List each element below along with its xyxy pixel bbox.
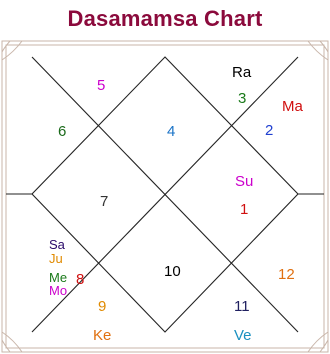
house-12-number: 12: [278, 267, 295, 282]
house-1-number: 1: [240, 202, 248, 217]
house-3-number: 3: [238, 91, 246, 106]
house-8-planet-mo: Mo: [49, 284, 67, 297]
house-11-number: 11: [234, 299, 250, 314]
house-10-number: 10: [164, 264, 181, 279]
house-1-planet-su: Su: [235, 174, 253, 189]
house-5-number: 5: [97, 78, 105, 93]
house-9-planet-ke: Ke: [93, 328, 111, 343]
house-2-number: 2: [265, 123, 273, 138]
chart-grid: [0, 38, 330, 354]
chart-title: Dasamamsa Chart: [0, 6, 330, 32]
house-9-number: 9: [98, 299, 106, 314]
house-8-number: 8: [76, 272, 84, 287]
house-4-number: 4: [167, 124, 175, 139]
house-8-planet-ju: Ju: [49, 252, 63, 265]
house-7-number: 7: [100, 194, 108, 209]
dasamamsa-chart: 4 Ra 3 Ma 2 Su 1 12 11 Ve 10 9 Ke Sa Ju …: [0, 38, 330, 354]
house-6-number: 6: [58, 124, 66, 139]
house-11-planet-ve: Ve: [234, 328, 252, 343]
house-2-planet-ma: Ma: [282, 99, 303, 114]
ornamental-frame: [2, 41, 328, 352]
house-8-planet-sa: Sa: [49, 238, 65, 251]
house-3-planet-ra: Ra: [232, 65, 251, 80]
